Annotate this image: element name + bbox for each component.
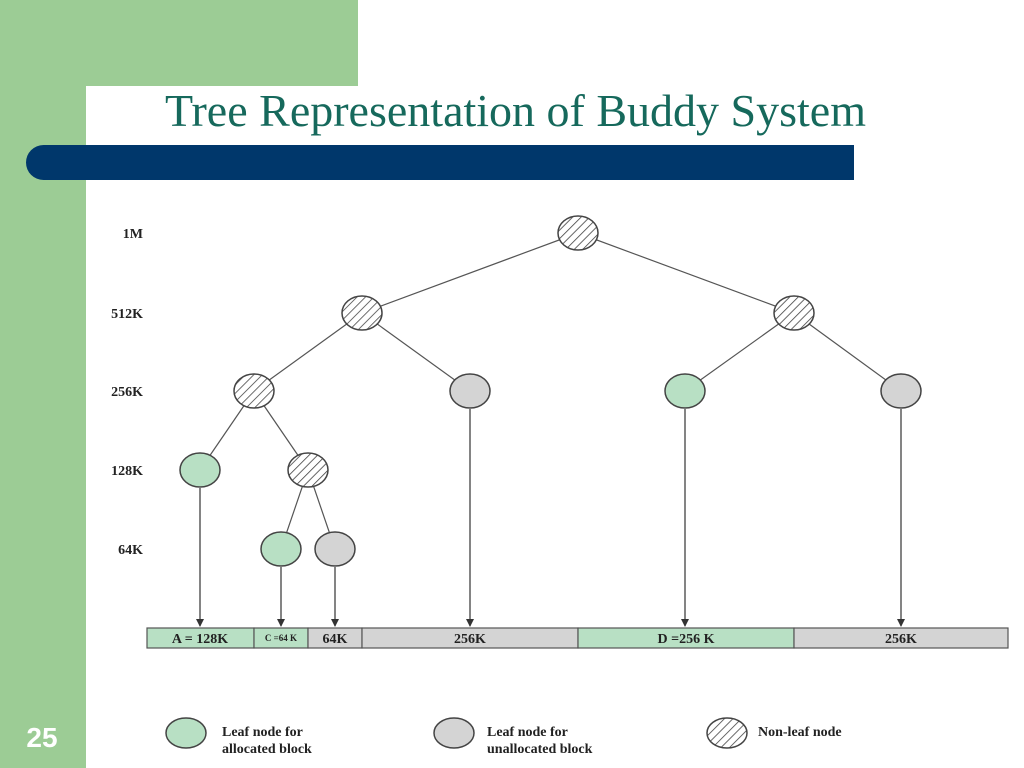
legend-allocated-line1: Leaf node for <box>222 725 303 740</box>
node-256k-d-unallocated <box>880 373 922 409</box>
node-256k-a-nonleaf <box>233 373 275 409</box>
legend-unallocated-swatch <box>433 717 475 749</box>
legend-allocated-line2: allocated block <box>222 742 312 757</box>
node-256k-b-unallocated <box>449 373 491 409</box>
top-accent-band <box>0 0 358 86</box>
edge-root-left <box>361 232 579 314</box>
left-accent-band <box>0 0 86 768</box>
block-a-label: A = 128K <box>172 632 228 647</box>
slide-number: 25 <box>26 722 58 753</box>
block-256k-free-2 <box>793 627 1009 649</box>
legend-unallocated-line2: unallocated block <box>487 742 593 757</box>
level-label-256k: 256K <box>111 385 143 400</box>
node-128k-b-nonleaf <box>287 452 329 488</box>
legend-nonleaf-swatch <box>706 717 748 749</box>
node-512k-right-nonleaf <box>773 295 815 331</box>
node-256k-c-allocated <box>664 373 706 409</box>
level-label-128k: 128K <box>111 464 143 479</box>
legend: Leaf node for allocated block Leaf node … <box>165 717 842 757</box>
edge-512r-256d <box>793 312 902 392</box>
level-label-64k: 64K <box>118 543 143 558</box>
block-d-label: D =256 K <box>658 632 715 647</box>
level-label-1m: 1M <box>123 227 143 242</box>
slide-title: Tree Representation of Buddy System <box>165 85 867 136</box>
node-1m-nonleaf <box>557 215 599 251</box>
node-512k-left-nonleaf <box>341 295 383 331</box>
block-c-label: C =64 K <box>265 633 297 643</box>
edge-root-right <box>577 232 795 314</box>
block-64k-label: 64K <box>323 632 348 647</box>
legend-unallocated-line1: Leaf node for <box>487 725 568 740</box>
memory-block-bar <box>146 627 1009 649</box>
node-64k-a-allocated <box>260 531 302 567</box>
level-label-512k: 512K <box>111 307 143 322</box>
block-256k-label-2: 256K <box>885 632 917 647</box>
edge-512l-256b <box>361 312 471 392</box>
node-128k-a-allocated <box>179 452 221 488</box>
block-256k-label-1: 256K <box>454 632 486 647</box>
block-arrows <box>196 409 905 627</box>
legend-nonleaf-label: Non-leaf node <box>758 725 842 740</box>
tree-edges <box>199 232 902 550</box>
legend-allocated-swatch <box>165 717 207 749</box>
edge-512r-256c <box>684 312 795 392</box>
title-underline-bar <box>26 145 854 180</box>
edge-512l-256a <box>253 312 363 392</box>
node-64k-b-unallocated <box>314 531 356 567</box>
